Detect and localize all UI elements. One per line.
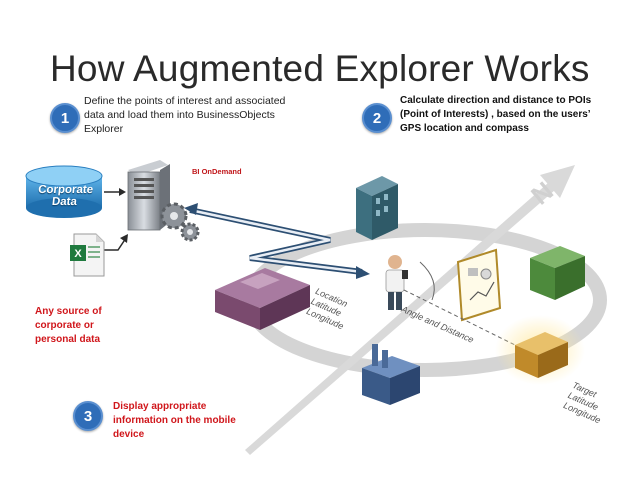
step-1-text: Define the points of interest and associ… (84, 94, 324, 136)
any-source-line-2: corporate or (35, 320, 94, 331)
step-2-line-3: GPS location and compass (400, 123, 529, 134)
any-source-line-1: Any source of (35, 306, 102, 317)
angle-distance-line (403, 261, 516, 346)
svg-text:X: X (74, 248, 82, 260)
purple-building-icon (215, 268, 310, 330)
factory-icon (362, 344, 420, 405)
corporate-data-label: Corporate Data (37, 184, 94, 208)
excel-document-icon: X (70, 233, 105, 277)
step-2-badge: 2 (362, 103, 392, 133)
chart-panel-icon (456, 248, 502, 322)
flow-arrows (98, 188, 128, 251)
step-1-line-1: Define the points of interest and associ… (84, 95, 286, 107)
step-2-text: Calculate direction and distance to POIs… (400, 94, 630, 136)
building-icon (356, 176, 398, 240)
step-2-line-2: (Point of Interests) , based on the user… (400, 109, 591, 120)
step-3-badge: 3 (73, 401, 103, 431)
bi-ondemand-label: BI OnDemand (192, 167, 242, 176)
step-3-line-3: device (113, 429, 145, 440)
step-1-line-2: data and load them into BusinessObjects (84, 109, 275, 121)
target-building-icon (495, 315, 585, 385)
any-source-label: Any source of corporate or personal data (35, 305, 145, 347)
connection-zigzag (184, 203, 370, 279)
step-1-badge: 1 (50, 103, 80, 133)
database-cylinder-icon (25, 165, 103, 218)
step-3-line-1: Display appropriate (113, 401, 207, 412)
green-building-icon (530, 246, 585, 300)
any-source-line-3: personal data (35, 334, 101, 345)
step-3-text: Display appropriate information on the m… (113, 400, 273, 442)
step-2-line-1: Calculate direction and distance to POIs (400, 95, 592, 106)
compass-arrow-icon (245, 165, 575, 455)
gear-icon (160, 202, 200, 242)
person-with-phone-icon (385, 255, 408, 310)
step-3-line-2: information on the mobile (113, 415, 236, 426)
page-title: How Augmented Explorer Works (50, 48, 590, 89)
step-1-line-3: Explorer (84, 123, 124, 135)
